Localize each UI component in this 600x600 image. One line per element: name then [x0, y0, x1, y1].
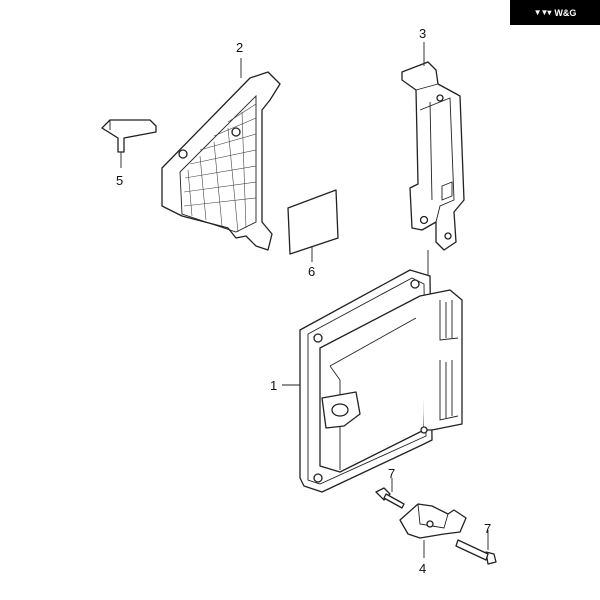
label-3: 3	[419, 26, 426, 41]
part-4-bracket	[399, 503, 467, 558]
part-5-clip	[101, 119, 157, 168]
label-4: 4	[419, 561, 426, 576]
label-7-lower: 7	[484, 521, 491, 536]
brand-logo-icon: ▼▼▾	[533, 8, 552, 17]
part-7-bolt-lower	[455, 530, 497, 565]
label-1: 1	[270, 378, 277, 393]
label-7-upper: 7	[388, 466, 395, 481]
label-2: 2	[236, 40, 243, 55]
part-6-pad	[287, 189, 339, 262]
part-2-bracket	[161, 58, 281, 251]
label-5: 5	[116, 173, 123, 188]
label-6: 6	[308, 264, 315, 279]
brand-name: W&G	[554, 7, 577, 18]
part-3-support	[401, 42, 465, 280]
part-7-bolt-upper	[375, 478, 405, 509]
brand-badge: ▼▼▾ W&G	[510, 0, 600, 25]
part-1-control-unit	[282, 269, 463, 493]
